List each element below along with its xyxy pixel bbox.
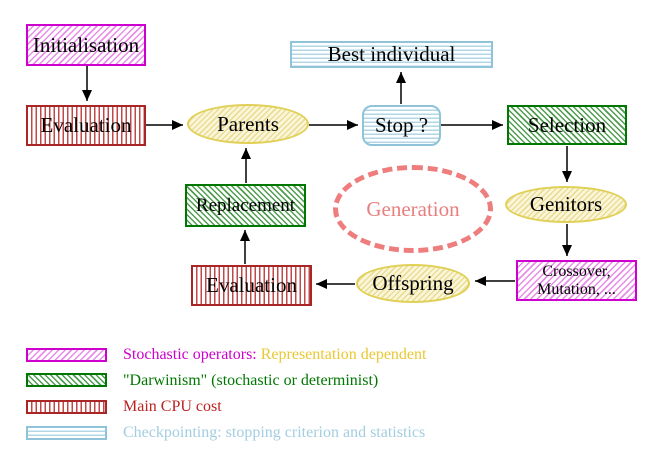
legend-label-stochastic-operators: Stochastic operators:: [123, 346, 257, 363]
legend-label-darwinism: "Darwinism" (stochastic or determinist): [123, 372, 379, 389]
node-parents-label: Parents: [217, 111, 279, 136]
node-evaluation-top-label: Evaluation: [40, 113, 132, 137]
node-stop: Stop ?: [362, 105, 441, 146]
node-initialisation-label: Initialisation: [32, 32, 140, 57]
legend-swatch-red-stripes: [26, 400, 107, 414]
node-initialisation: Initialisation: [26, 24, 146, 66]
legend-swatch-cyan-stripes: [26, 426, 107, 440]
node-evaluation-bottom-label: Evaluation: [206, 273, 297, 297]
node-evaluation-top: Evaluation: [26, 105, 146, 146]
node-replacement: Replacement: [185, 184, 306, 227]
legend-label-representation-dependent: Representation dependent: [260, 346, 427, 363]
legend-label-main-cpu-cost: Main CPU cost: [123, 398, 222, 415]
node-offspring-label: Offspring: [372, 271, 454, 295]
node-replacement-label: Replacement: [195, 194, 296, 216]
node-best-individual: Best individual: [290, 41, 493, 68]
node-selection: Selection: [507, 105, 627, 145]
legend-item-main-cpu-cost: Main CPU cost: [123, 397, 222, 417]
node-genitors-label: Genitors: [529, 192, 603, 216]
node-crossover-label-line1: Crossover,: [542, 262, 611, 280]
legend-label-checkpointing: Checkpointing: stopping criterion and st…: [123, 424, 426, 441]
node-crossover-label-line2: Mutation, ...: [537, 280, 616, 298]
legend-swatch-green-hatch: [26, 373, 107, 387]
node-stop-label: Stop ?: [374, 113, 429, 137]
legend-swatch-magenta-hatch: [26, 348, 107, 362]
node-evaluation-bottom: Evaluation: [191, 265, 312, 306]
node-generation-cycle: Generation: [333, 165, 493, 253]
node-selection-label: Selection: [527, 112, 607, 137]
node-parents: Parents: [187, 104, 309, 144]
legend-item-stochastic-operators: Stochastic operators: Representation dep…: [123, 345, 426, 365]
node-generation-label: Generation: [366, 196, 460, 221]
legend-item-darwinism: "Darwinism" (stochastic or determinist): [123, 371, 378, 391]
node-crossover-mutation: Crossover, Mutation, ...: [516, 260, 637, 301]
node-offspring: Offspring: [356, 264, 470, 303]
node-best-individual-label: Best individual: [327, 42, 456, 66]
legend-item-checkpointing: Checkpointing: stopping criterion and st…: [123, 423, 425, 443]
node-genitors: Genitors: [505, 186, 627, 223]
